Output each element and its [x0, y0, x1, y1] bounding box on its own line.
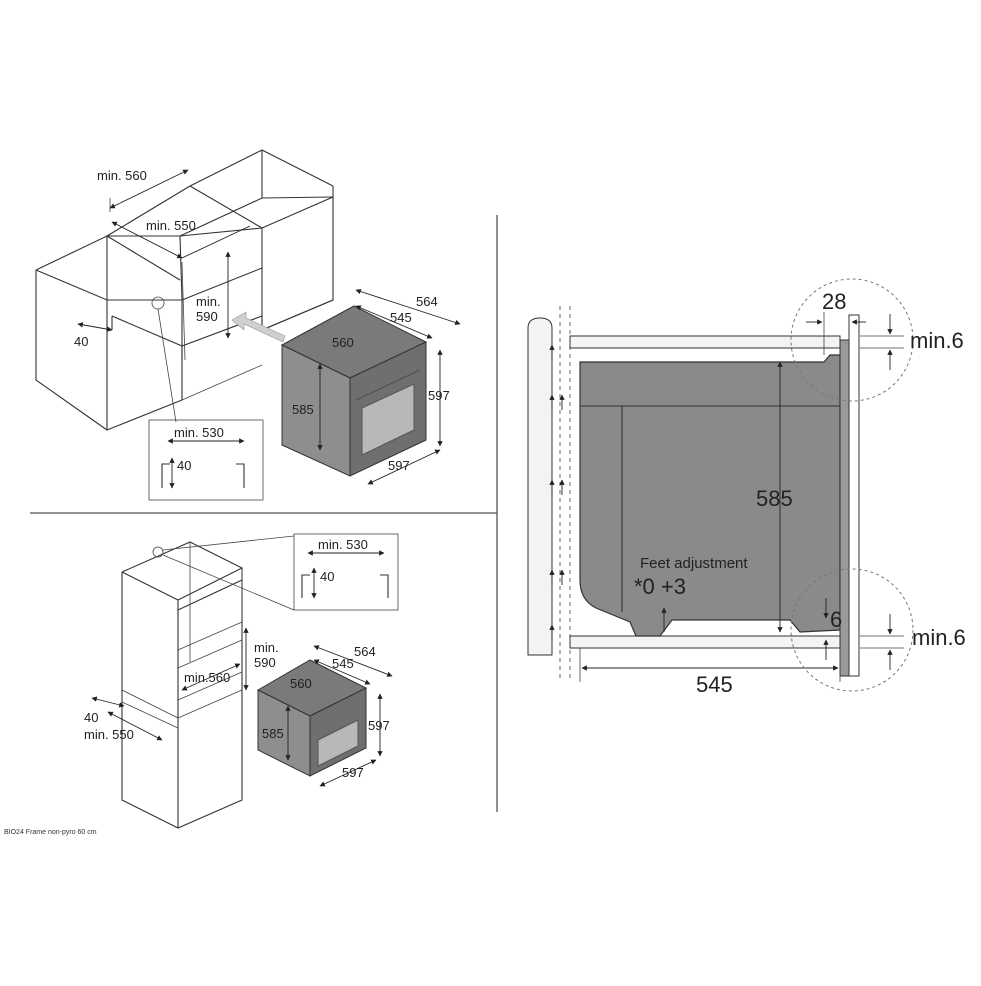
- label-right-585: 585: [756, 486, 793, 511]
- label-bl-min560: min.560: [184, 670, 230, 685]
- dim-28: 28: [806, 289, 866, 355]
- bottom-detail-circle: [790, 568, 914, 692]
- top-oven: 564 545 560 585 597 597: [280, 288, 461, 485]
- bottom-shelf: [569, 635, 841, 649]
- detail-box-bottom: min. 530 40: [293, 533, 399, 611]
- dim-bl-590: min. 590: [243, 627, 279, 691]
- label-bl-590: 590: [254, 655, 276, 670]
- wall-section: [527, 317, 553, 656]
- label-bl-564: 564: [354, 644, 376, 659]
- label-min590-b: 590: [196, 309, 218, 324]
- detail-min530: min. 530: [174, 425, 224, 440]
- detail-marker-bl: [152, 546, 164, 558]
- label-bottom-min6: min.6: [912, 625, 966, 650]
- dim-545: 545: [355, 305, 433, 339]
- top-left-cabinet-view: min. 560 min. 550 min. 590 40 min. 530: [35, 149, 334, 501]
- label-560: 560: [332, 335, 354, 350]
- feet-adjustment-value: *0 +3: [634, 574, 686, 599]
- label-564: 564: [416, 294, 438, 309]
- dim-min560: min. 560: [97, 168, 189, 212]
- label-top-min6: min.6: [910, 328, 964, 353]
- door-frame: [848, 314, 860, 677]
- oven-side-body: [579, 354, 841, 637]
- label-585: 585: [292, 402, 314, 417]
- feet-adjustment-label: Feet adjustment: [640, 555, 748, 572]
- label-6: 6: [830, 607, 842, 632]
- dim-597-w: 597: [367, 449, 441, 485]
- detail-box-top: min. 530 40: [148, 419, 264, 501]
- dim-585: 585: [292, 363, 323, 451]
- bottom-oven: 564 545 560 585 597 597: [256, 644, 393, 787]
- insert-arrow: [231, 311, 286, 343]
- label-bl-597-height: 597: [368, 718, 390, 733]
- label-bl-min: min.: [254, 640, 279, 655]
- dim-min590: min. 590: [196, 251, 231, 339]
- wall-arrows: [549, 344, 565, 640]
- top-shelf: [569, 335, 841, 349]
- dim-585-right: 585: [756, 361, 793, 633]
- label-right-545: 545: [696, 672, 733, 697]
- label-bl-560: 560: [290, 676, 312, 691]
- label-28: 28: [822, 289, 846, 314]
- dim-bl-40: 40: [84, 696, 125, 725]
- dim-bottom-min6: min.6: [860, 614, 966, 670]
- label-bl-585: 585: [262, 726, 284, 741]
- right-side-section: 585 Feet adjustment *0 +3 545 28 min.6: [527, 278, 966, 697]
- dim-bl-585: 585: [262, 705, 291, 761]
- label-545: 545: [390, 310, 412, 325]
- detail-bl-min530: min. 530: [318, 537, 368, 552]
- label-597-height: 597: [428, 388, 450, 403]
- oven-handle: [355, 369, 421, 401]
- label-597-width: 597: [388, 458, 410, 473]
- label-bl-40: 40: [84, 710, 98, 725]
- dim-6: 6: [823, 598, 842, 660]
- label-bl-min550: min. 550: [84, 727, 134, 742]
- dim-bl-560: min.560: [181, 663, 241, 691]
- dim-top-min6: min.6: [860, 314, 964, 370]
- dim-597-h: 597: [428, 349, 450, 447]
- label-bl-597-width: 597: [342, 765, 364, 780]
- bl-oven-window: [317, 719, 359, 767]
- detail-bl-40: 40: [320, 569, 334, 584]
- dim-bl-597-w: 597: [319, 759, 377, 787]
- base-cabinet: [35, 149, 334, 431]
- dim-min550: min. 550: [111, 218, 251, 259]
- label-min590-a: min.: [196, 294, 221, 309]
- detail-marker: [151, 296, 165, 310]
- bottom-left-tall-cabinet: min. 590 min.560 40 min. 550 min. 530 40: [84, 533, 399, 829]
- label-bl-545: 545: [332, 656, 354, 671]
- detail-40: 40: [177, 458, 191, 473]
- dim-40: 40: [74, 322, 113, 349]
- label-40: 40: [74, 334, 88, 349]
- oven-window: [361, 383, 415, 456]
- dim-bl-550: min. 550: [84, 711, 163, 742]
- dim-545-right: 545: [579, 648, 841, 697]
- label-min550: min. 550: [146, 218, 196, 233]
- top-detail-circle: [790, 278, 914, 402]
- label-min560: min. 560: [97, 168, 147, 183]
- dim-bl-597-h: 597: [368, 693, 390, 757]
- diagram-caption: BIO24 Frame non-pyro 60 cm: [4, 829, 97, 836]
- dim-bl-545: 545: [313, 656, 371, 685]
